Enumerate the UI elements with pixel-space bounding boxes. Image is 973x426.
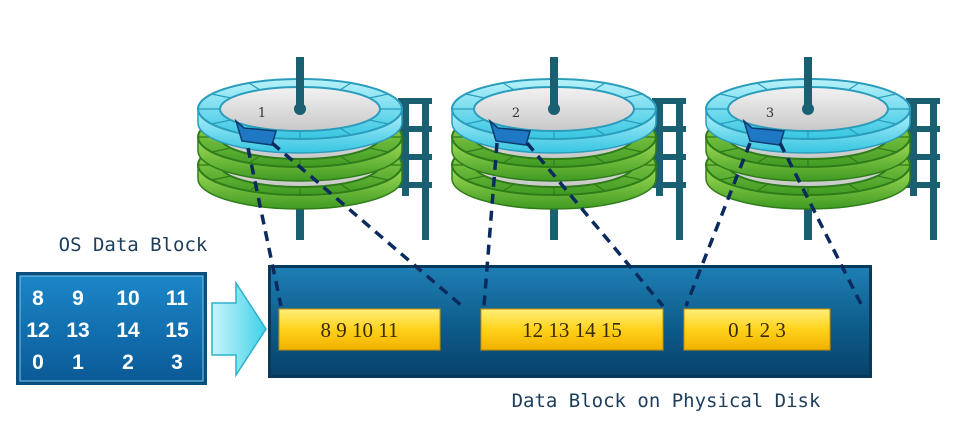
active-sector-2	[488, 118, 531, 146]
projection-line-disk3-right	[778, 142, 864, 307]
os-data-block	[19, 275, 204, 382]
os-data-block-title: OS Data Block	[59, 234, 208, 256]
stripe-chunk-3-label: 0 1 2 3	[728, 318, 786, 342]
os-block-value: 0	[32, 351, 44, 374]
disk-1: 1	[197, 57, 432, 240]
disk-stacks: 1 2 3	[197, 57, 940, 240]
os-block-value: 3	[171, 351, 183, 374]
disk-label-3: 3	[766, 106, 774, 121]
os-block-value: 1	[72, 351, 84, 374]
os-block-value: 14	[116, 319, 140, 342]
os-block-value: 11	[166, 287, 189, 310]
disk-3: 3	[705, 57, 940, 240]
projection-line-disk2-right	[525, 141, 665, 308]
stripe-chunk-2-label: 12 13 14 15	[522, 318, 622, 342]
os-block-value: 2	[122, 351, 134, 374]
platters-3	[705, 78, 911, 210]
disk-label-2: 2	[512, 106, 520, 121]
active-sector-3	[742, 118, 785, 146]
os-block-value: 12	[26, 319, 49, 342]
projection-line-disk2-left	[482, 142, 499, 307]
projection-line-disk1-left	[246, 147, 283, 307]
stripe-chunk-1-label: 8 9 10 11	[321, 318, 399, 342]
disk-rack-1	[398, 98, 432, 240]
projection-line-disk3-left	[684, 142, 752, 307]
physical-disk-caption: Data Block on Physical Disk	[512, 390, 821, 412]
disk-rack-3	[906, 98, 940, 240]
os-block-value: 8	[32, 287, 44, 310]
stripe-chunk-2: 12 13 14 15	[480, 308, 664, 351]
projection-lines	[246, 141, 864, 308]
disk-label-1: 1	[258, 106, 266, 121]
os-block-value: 13	[66, 319, 89, 342]
disk-rack-2	[652, 98, 686, 240]
stripe-chunk-1: 8 9 10 11	[278, 308, 441, 351]
disk-2: 2	[451, 57, 686, 240]
active-sector-1	[234, 118, 277, 146]
os-block-value: 10	[116, 287, 139, 310]
stripe-chunk-3: 0 1 2 3	[683, 308, 831, 351]
right-arrow-icon	[211, 280, 267, 378]
projection-line-disk1-right	[270, 141, 464, 308]
os-block-value: 9	[72, 287, 84, 310]
os-block-value: 15	[165, 319, 189, 342]
